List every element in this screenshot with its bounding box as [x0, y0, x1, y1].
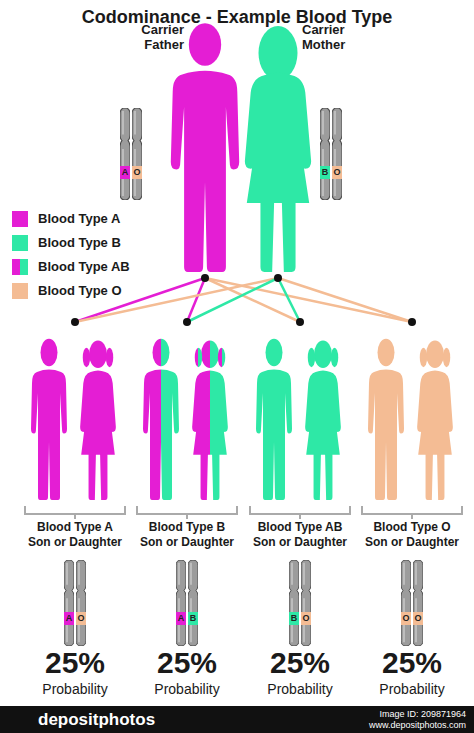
legend-row: Blood Type A	[12, 210, 152, 228]
probability-value: 25%	[23, 646, 127, 680]
parent-label: Carrier Mother	[302, 22, 366, 52]
junction-dot	[183, 318, 191, 326]
legend-row: Blood Type O	[12, 282, 152, 300]
child-pair: Blood Type A Son or Daughter	[24, 322, 126, 552]
legend-swatch	[12, 211, 28, 227]
probability-label: Probability	[23, 681, 127, 697]
allele-letter: O	[401, 612, 411, 625]
legend-row: Blood Type B	[12, 234, 152, 252]
legend-text: Blood Type O	[38, 282, 122, 300]
image-id: Image ID: 209871964	[326, 709, 466, 720]
inheritance-line	[187, 278, 278, 322]
probability-value: 25%	[360, 646, 464, 680]
allele-letter: B	[188, 612, 198, 625]
allele-letter: O	[301, 612, 311, 625]
allele-letter: A	[176, 612, 186, 625]
inheritance-line	[205, 278, 412, 322]
allele-letter: O	[76, 612, 86, 625]
child-label: Blood Type A Son or Daughter	[24, 520, 126, 550]
allele-letter: O	[132, 166, 142, 179]
probability-label: Probability	[360, 681, 464, 697]
child-label: Blood Type O Son or Daughter	[361, 520, 463, 550]
watermark-logo: depositphotos	[38, 708, 155, 731]
legend-text: Blood Type A	[38, 210, 120, 228]
legend-text: Blood Type B	[38, 234, 121, 252]
probability-value: 25%	[248, 646, 352, 680]
probability-label: Probability	[135, 681, 239, 697]
legend-swatch	[12, 283, 28, 299]
probability-label: Probability	[248, 681, 352, 697]
legend-row: Blood Type AB	[12, 258, 152, 276]
allele-letter: O	[413, 612, 423, 625]
child-pair: Blood Type B Son or Daughter	[136, 322, 238, 552]
diagram-title: Codominance - Example Blood Type	[0, 6, 474, 28]
allele-letter: O	[332, 166, 342, 179]
allele-letter: A	[64, 612, 74, 625]
parent-figure: Carrier Father	[165, 20, 245, 278]
junction-dot	[296, 318, 304, 326]
junction-dot	[274, 274, 282, 282]
child-label: Blood Type AB Son or Daughter	[249, 520, 351, 550]
probability-value: 25%	[135, 646, 239, 680]
parent-figure: Carrier Mother	[250, 20, 306, 278]
junction-dot	[408, 318, 416, 326]
child-pair: Blood Type AB Son or Daughter	[249, 322, 351, 552]
watermark-url: www.depositphotos.com	[326, 720, 466, 731]
legend-swatch	[12, 235, 28, 251]
allele-letter: B	[320, 166, 330, 179]
parent-label: Carrier Father	[124, 22, 184, 52]
legend-text: Blood Type AB	[38, 258, 130, 276]
allele-letter: B	[289, 612, 299, 625]
allele-letter: A	[120, 166, 130, 179]
junction-dot	[201, 274, 209, 282]
child-label: Blood Type B Son or Daughter	[136, 520, 238, 550]
junction-dot	[71, 318, 79, 326]
child-pair: Blood Type O Son or Daughter	[361, 322, 463, 552]
legend-swatch	[12, 259, 28, 275]
inheritance-line	[278, 278, 412, 322]
